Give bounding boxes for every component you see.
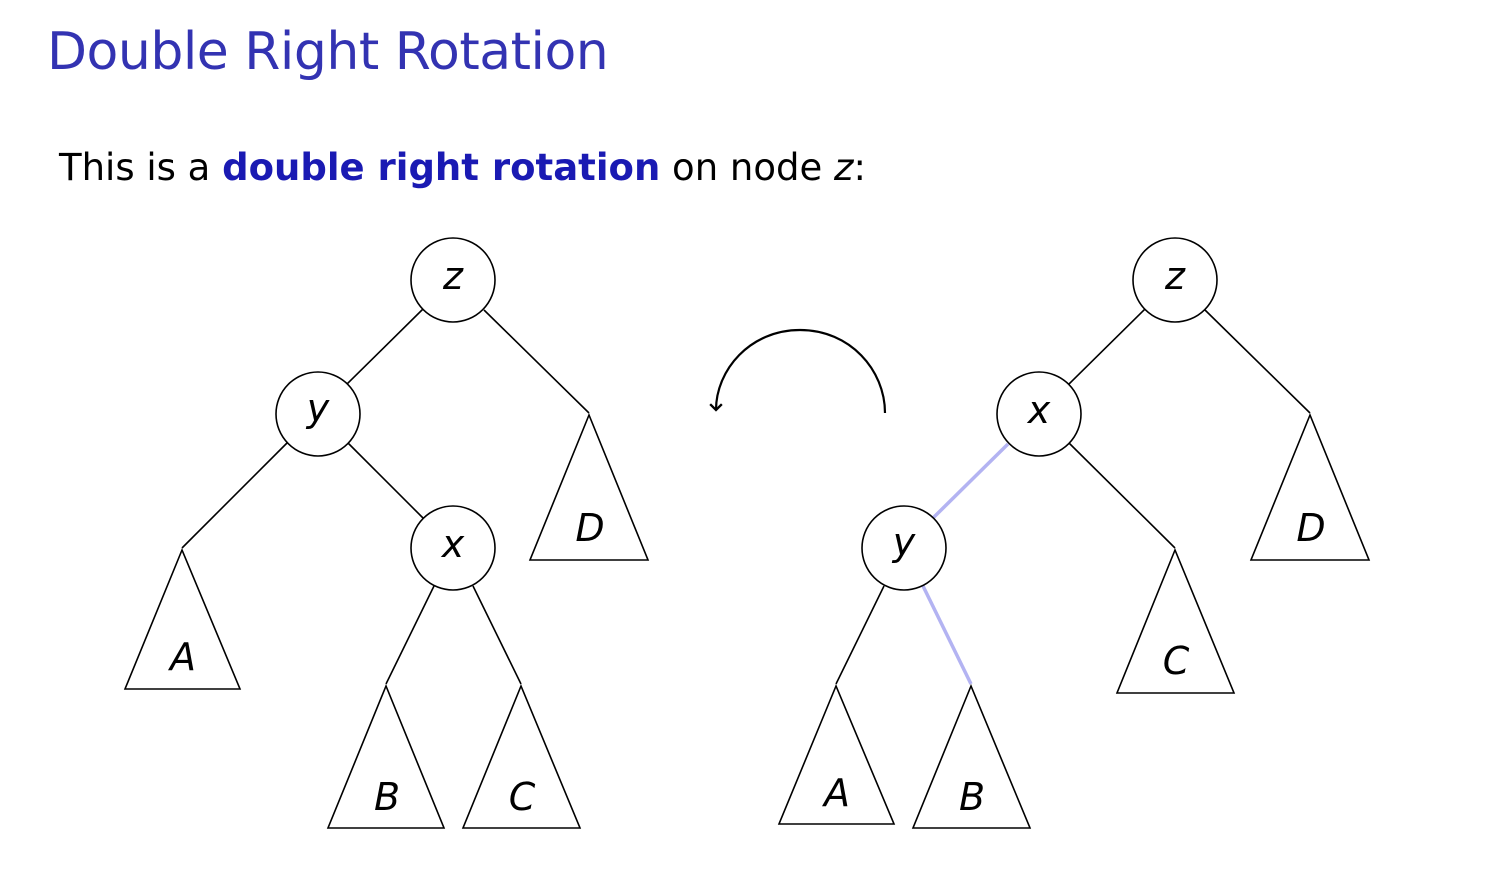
node-z — [410, 237, 496, 323]
node-y — [861, 505, 947, 591]
subtree-d-label: D — [575, 506, 604, 550]
node-x-label: x — [441, 522, 465, 566]
intro-text-start: This is a — [59, 146, 223, 189]
intro-sentence: This is a double right rotation on node … — [59, 146, 866, 189]
edge-y-a — [835, 585, 885, 685]
node-y-label: y — [306, 386, 330, 430]
slide-title: Double Right Rotation — [47, 22, 609, 82]
tree-after — [777, 237, 1371, 829]
subtree-b — [326, 683, 446, 829]
node-y — [275, 371, 361, 457]
subtree-d-label: D — [1296, 506, 1325, 550]
edge-z-y — [346, 308, 424, 385]
edge-x-b — [385, 585, 435, 685]
node-x — [996, 371, 1082, 457]
edge-x-c — [1068, 442, 1176, 549]
edge-z-d — [483, 309, 590, 414]
node-z-label: z — [1164, 254, 1186, 298]
subtree-c — [1115, 547, 1236, 694]
tree-before-labels: z y x A B C D — [167, 254, 605, 819]
subtree-c-label: C — [509, 775, 536, 819]
edge-y-a — [181, 442, 288, 549]
edge-y-b — [921, 585, 973, 685]
intro-text-middle: on node — [660, 146, 835, 189]
edge-x-y — [931, 442, 1010, 520]
subtree-b-label: B — [959, 775, 985, 819]
subtree-d — [528, 412, 650, 561]
edge-y-x — [347, 442, 425, 520]
subtree-a — [123, 547, 242, 690]
subtree-b — [911, 683, 1032, 829]
subtree-a-label: A — [167, 635, 196, 679]
subtree-a — [777, 683, 896, 825]
node-z-label: z — [442, 254, 464, 298]
intro-text-end: : — [853, 146, 866, 189]
subtree-c — [461, 683, 582, 829]
intro-node-name: z — [834, 146, 854, 189]
node-x — [410, 505, 496, 591]
edge-z-x — [1068, 308, 1146, 385]
node-z — [1132, 237, 1218, 323]
counterclockwise-arrow-icon — [709, 328, 887, 414]
tree-after-labels: z x y A B C D — [821, 254, 1326, 819]
subtree-b-label: B — [374, 775, 400, 819]
subtree-d — [1249, 412, 1371, 561]
edge-z-d — [1204, 309, 1311, 414]
tree-before — [123, 237, 650, 829]
edge-x-c — [472, 585, 522, 685]
node-y-label: y — [892, 520, 916, 564]
subtree-c-label: C — [1163, 639, 1190, 683]
intro-highlight: double right rotation — [222, 146, 661, 189]
node-x-label: x — [1027, 388, 1051, 432]
subtree-a-label: A — [821, 771, 850, 815]
